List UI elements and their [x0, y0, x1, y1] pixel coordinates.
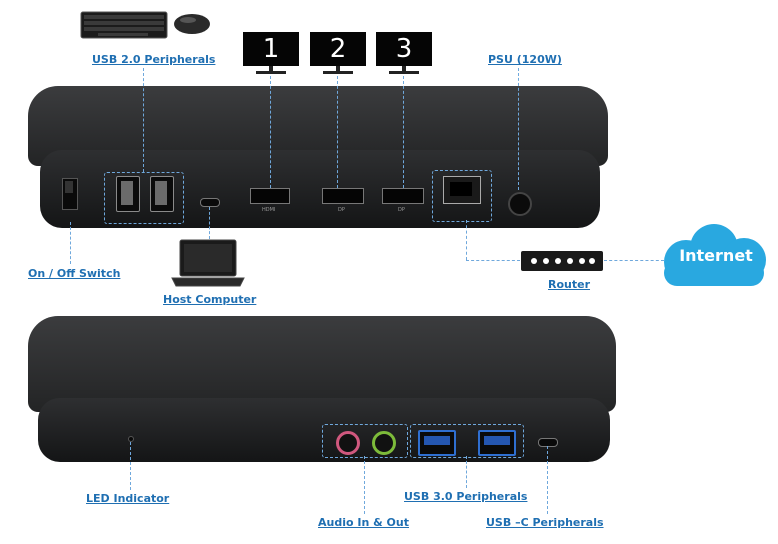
audio-ports-box — [322, 424, 408, 458]
dock-front-top — [28, 316, 616, 412]
monitor2-leader — [337, 76, 338, 188]
usb2-ports-box — [104, 172, 184, 224]
ethernet-box — [432, 170, 492, 222]
usb3-label: USB 3.0 Peripherals — [404, 490, 528, 503]
router-label: Router — [548, 278, 591, 291]
audio-in-jack — [336, 431, 360, 455]
usbc-front-port — [538, 438, 558, 447]
monitor-3-neck — [402, 66, 406, 72]
usb2-label: USB 2.0 Peripherals — [92, 53, 216, 66]
usbc-label: USB –C Peripherals — [486, 516, 604, 529]
audio-out-jack — [372, 431, 396, 455]
usb3-port-2 — [478, 430, 516, 456]
usb2-port-2 — [150, 176, 174, 212]
usb3-port-1 — [418, 430, 456, 456]
psu-leader — [518, 68, 519, 190]
power-switch-rocker — [65, 181, 73, 193]
router-leader-left — [466, 260, 520, 261]
laptop-icon — [171, 239, 245, 287]
psu-label: PSU (120W) — [488, 53, 562, 66]
monitor-2-foot — [323, 71, 353, 74]
monitor-3-screen: 3 — [376, 32, 432, 66]
usb2-port-1 — [116, 176, 140, 212]
switch-label: On / Off Switch — [28, 267, 121, 280]
audio-label: Audio In & Out — [318, 516, 409, 529]
dp2-caption: DP — [398, 207, 405, 213]
keyboard-icon — [80, 11, 168, 39]
ethernet-port-inner — [450, 182, 472, 196]
dp1-caption: DP — [338, 207, 345, 213]
host-label: Host Computer — [163, 293, 257, 306]
usb3-leader — [466, 456, 467, 488]
usb3-ports-box — [410, 424, 524, 458]
led-leader — [130, 442, 131, 490]
ethernet-leader — [466, 220, 467, 260]
monitor1-leader — [270, 76, 271, 188]
router-icon — [521, 251, 603, 271]
led-label: LED Indicator — [86, 492, 170, 505]
monitor-1-neck — [269, 66, 273, 72]
cloud-icon — [664, 224, 766, 286]
dc-power-port — [508, 192, 532, 216]
internet-label: Internet — [679, 246, 753, 265]
led-indicator — [128, 436, 134, 442]
dp-port-1 — [322, 188, 364, 204]
monitor3-leader — [403, 76, 404, 188]
mouse-icon — [174, 14, 210, 34]
audio-leader — [364, 456, 365, 514]
usbc-leader — [547, 446, 548, 514]
hdmi-caption: HDMI — [262, 207, 276, 213]
monitor-3-foot — [389, 71, 419, 74]
monitor-1-screen: 1 — [243, 32, 299, 66]
host-leader — [209, 207, 210, 239]
usbc-upstream-port — [200, 198, 220, 207]
hdmi-port — [250, 188, 290, 204]
router-leader-right — [604, 260, 664, 261]
monitor-2-neck — [336, 66, 340, 72]
switch-leader — [70, 222, 71, 264]
usb2-leader — [143, 68, 144, 172]
dp-port-2 — [382, 188, 424, 204]
monitor-2-screen: 2 — [310, 32, 366, 66]
monitor-1-foot — [256, 71, 286, 74]
